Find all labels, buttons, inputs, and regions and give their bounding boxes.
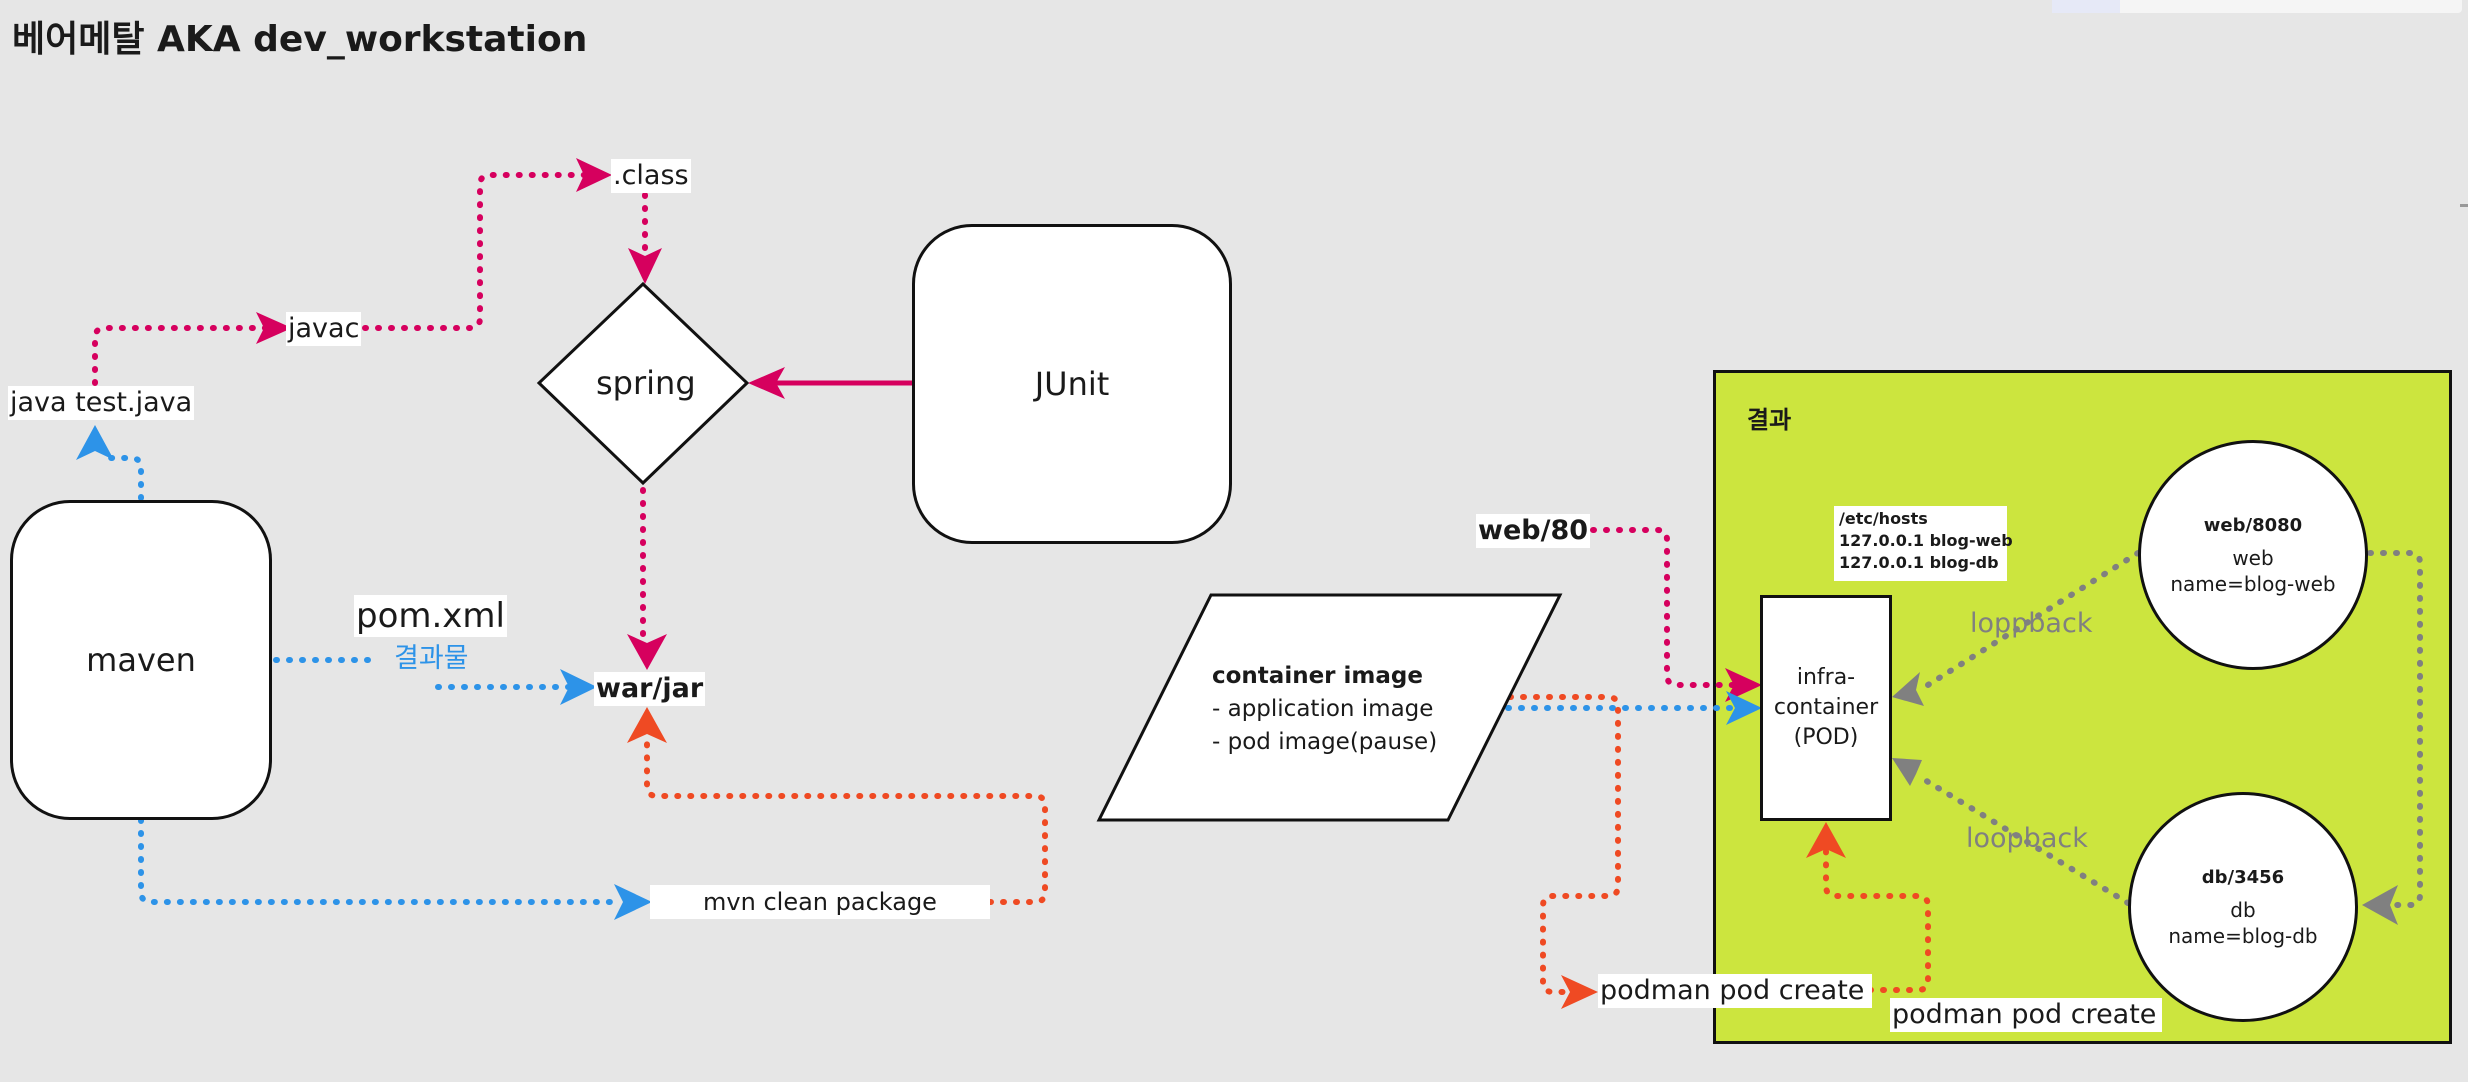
arrowhead-class	[576, 158, 612, 192]
class-file-label[interactable]: .class	[611, 159, 691, 193]
connector-podman-to-infra	[1823, 847, 1931, 993]
junit-node[interactable]: JUnit	[912, 224, 1232, 544]
hosts-note[interactable]: /etc/hosts 127.0.0.1 blog-web 127.0.0.1 …	[1834, 506, 2013, 581]
result-panel-title: 결과	[1747, 406, 1792, 434]
db-node-line-1: db	[2230, 898, 2256, 922]
connector-java-to-javac	[92, 325, 273, 386]
loopback-label-top: loppback	[1970, 608, 2093, 639]
arrowhead-infra-gray-top	[1892, 672, 1924, 706]
container-image-line-2: - pod image(pause)	[1212, 729, 1438, 755]
db-node-line-2: name=blog-db	[2168, 924, 2318, 948]
spring-label: spring	[596, 364, 696, 402]
podman-pod-create-label-1[interactable]: podman pod create	[1598, 974, 1872, 1008]
javac-label[interactable]: javac	[286, 312, 362, 346]
top-toolbar-tab[interactable]	[2052, 0, 2120, 13]
arrowhead-warjar-top	[627, 634, 667, 670]
connector-maven-to-java	[97, 455, 144, 501]
maven-label: maven	[86, 641, 196, 679]
edge-handle[interactable]	[2460, 204, 2468, 207]
web-node[interactable]: web/8080 web name=blog-web	[2138, 440, 2368, 670]
war-jar-label[interactable]: war/jar	[594, 672, 706, 706]
arrowhead-mvn	[614, 884, 652, 920]
arrowhead-infra-gray-bottom	[1892, 758, 1922, 786]
connector-web-to-infra	[1917, 550, 2141, 693]
maven-node[interactable]: maven	[10, 500, 272, 820]
web-node-title: web/8080	[2203, 515, 2303, 536]
arrowhead-podman	[1561, 975, 1598, 1009]
arrowhead-java-test	[76, 425, 114, 460]
container-image-text: container image - application image - po…	[1212, 660, 1437, 759]
db-node-title: db/3456	[2201, 867, 2285, 888]
connector-maven-to-mvn	[138, 817, 623, 905]
java-test-label[interactable]: java test.java	[8, 386, 195, 420]
arrowhead-warjar-left	[560, 669, 597, 705]
container-image-shape	[1096, 593, 1563, 822]
web-node-line-2: name=blog-web	[2170, 572, 2336, 596]
arrowhead-javac	[256, 312, 292, 344]
connector-image-to-podman	[1507, 694, 1621, 995]
arrowhead-infra-blue	[1726, 691, 1762, 725]
connector-mvn-to-warjar	[644, 737, 1048, 905]
container-image-line-1: - application image	[1212, 696, 1434, 722]
arrowhead-warjar-bottom	[627, 707, 667, 743]
infra-container-node[interactable]: infra- container (POD)	[1760, 595, 1892, 821]
loopback-label-bottom: loopback	[1966, 823, 2088, 854]
spring-diamond-shape	[536, 281, 750, 486]
db-node[interactable]: db/3456 db name=blog-db	[2128, 792, 2358, 1022]
arrowhead-db	[2362, 885, 2398, 925]
web-80-label[interactable]: web/80	[1476, 514, 1591, 548]
connector-web80-to-infra	[1577, 527, 1741, 688]
arrowhead-infra-magenta	[1725, 668, 1762, 702]
infra-line-3: (POD)	[1793, 725, 1859, 750]
infra-line-1: infra-	[1796, 665, 1856, 690]
hosts-line-1: 127.0.0.1 blog-web	[1839, 531, 2013, 550]
hosts-header: /etc/hosts	[1839, 509, 1928, 528]
mvn-clean-package-label[interactable]: mvn clean package	[650, 885, 990, 919]
arrowhead-infra-bottom	[1806, 822, 1846, 858]
hosts-line-2: 127.0.0.1 blog-db	[1839, 553, 1999, 572]
web-node-line-1: web	[2232, 546, 2274, 570]
arrowhead-spring-left	[748, 367, 785, 399]
artifact-label: 결과물	[394, 643, 469, 674]
arrowhead-spring-top	[628, 248, 662, 284]
connector-db-to-infra	[1917, 774, 2131, 906]
top-toolbar-strip	[2052, 0, 2462, 13]
container-image-title: container image	[1212, 663, 1423, 689]
page-title: 베어메탈 AKA dev_workstation	[12, 19, 588, 60]
pom-xml-label[interactable]: pom.xml	[354, 595, 507, 637]
connector-web-to-db	[2367, 550, 2423, 908]
connector-javac-to-class	[362, 172, 593, 331]
podman-pod-create-label-2[interactable]: podman pod create	[1890, 998, 2162, 1032]
infra-line-2: container	[1773, 695, 1879, 720]
junit-label: JUnit	[1034, 365, 1110, 403]
